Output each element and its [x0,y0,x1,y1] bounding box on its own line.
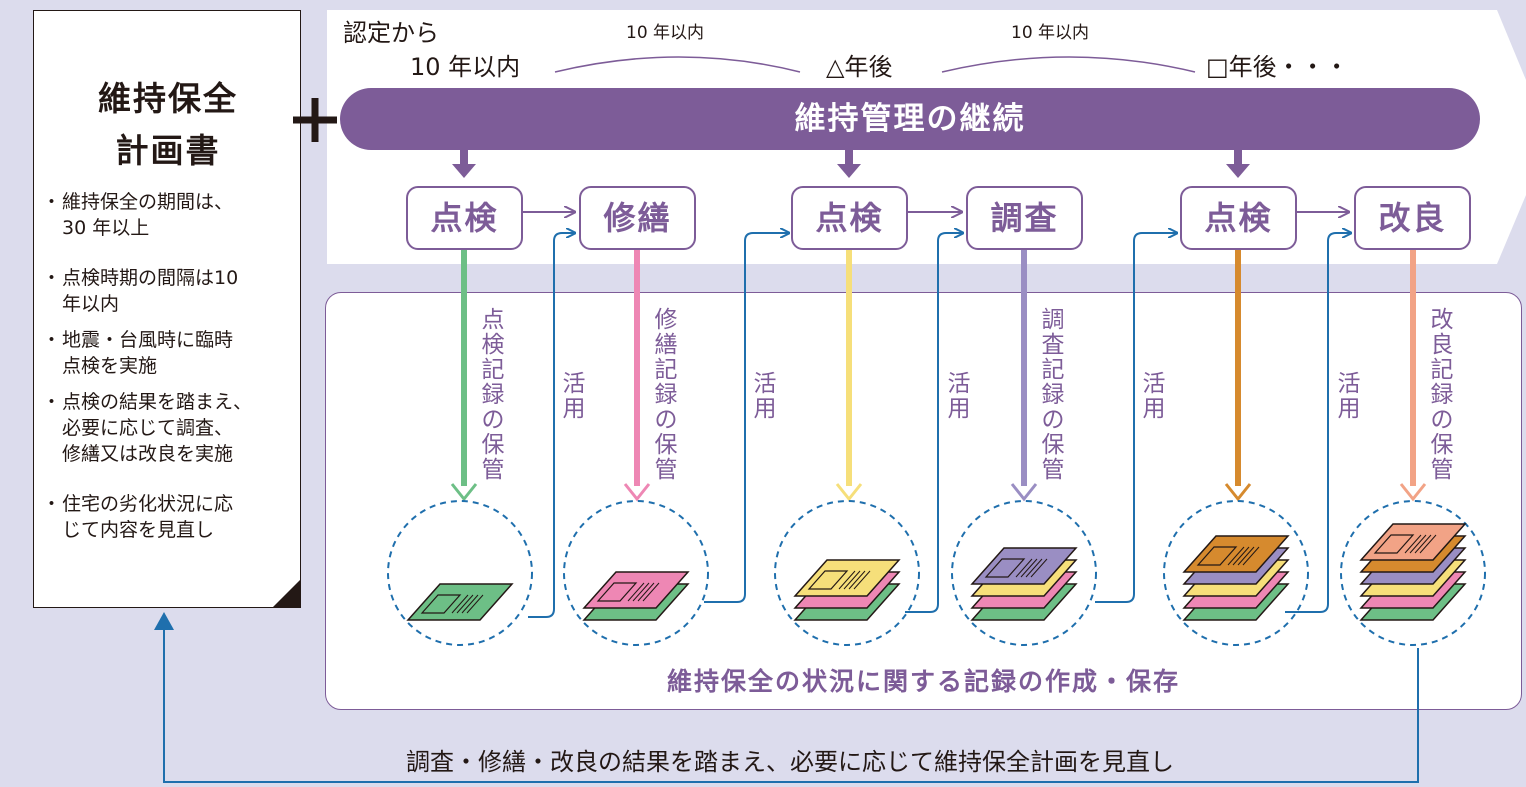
use-label: 活用 [1142,371,1166,422]
interval-curve [554,56,801,73]
use-label: 活用 [562,371,586,422]
timeline-point-3: □年後・・・ [1206,53,1349,81]
step-inspection-1: 点検 [406,186,523,250]
record-sheet [1359,523,1467,561]
timeline-point-1: 10 年以内 [410,53,521,81]
record-circles [387,500,1486,646]
use-label: 活用 [1337,371,1361,422]
record-stacks [406,523,1467,621]
maintenance-continuation-bar: 維持管理の継続 [340,88,1480,150]
plan-bullet: ・ 点検時期の間隔は10 年以内 [42,267,239,315]
step-repair: 修繕 [579,186,696,250]
plus-sign [293,98,337,142]
repair-record-label: 修繕記録の保管 [654,307,678,483]
plan-bullet: ・ 点検の結果を踏まえ、 必要に応じて調査、 修繕又は改良を実施 [42,391,253,465]
interval-curve [941,56,1196,73]
record-sheet [406,583,514,621]
step-inspection-3: 点検 [1180,186,1297,250]
record-sheet [1182,535,1290,573]
use-connectors [154,233,1419,783]
use-label: 活用 [947,371,971,422]
plan-bullet: ・ 住宅の劣化状況に応 じて内容を見直し [42,493,234,541]
survey-record-label: 調査記録の保管 [1041,307,1065,483]
plan-title-line1: 維持保全 [98,79,238,118]
inspection-record-label: 点検記録の保管 [481,307,505,483]
records-caption: 維持保全の状況に関する記録の作成・保存 [666,667,1180,696]
timeline-point-2: △年後 [826,53,893,81]
plan-bullet: ・ 地震・台風時に臨時 点検を実施 [42,329,234,377]
plan-title: 維持保全 計画書 [34,73,302,177]
step-inspection-2: 点検 [791,186,908,250]
timeline-arrowhead [1497,10,1526,264]
document-corner-fold [272,579,301,608]
records-panel [325,292,1522,710]
interval-label-1: 10 年以内 [626,23,705,43]
timeline-from-label: 認定から [343,19,439,47]
record-arrows [450,250,1427,502]
record-sheet [793,559,901,597]
plan-bullet: ・ 維持保全の期間は、 30 年以上 [42,191,234,239]
step-improvement: 改良 [1354,186,1471,250]
record-sheet [970,547,1078,585]
review-caption: 調査・修繕・改良の結果を踏まえ、必要に応じて維持保全計画を見直し [406,748,1174,776]
plan-title-line2: 計画書 [115,131,221,170]
step-survey: 調査 [966,186,1083,250]
improvement-record-label: 改良記録の保管 [1430,307,1454,483]
use-label: 活用 [753,371,777,422]
maintenance-plan-document: 維持保全 計画書 ・ 維持保全の期間は、 30 年以上 ・ 点検時期の間隔は10… [33,10,301,608]
record-sheet [582,571,690,609]
bar-down-arrows [452,148,1250,178]
interval-label-2: 10 年以内 [1011,23,1090,43]
